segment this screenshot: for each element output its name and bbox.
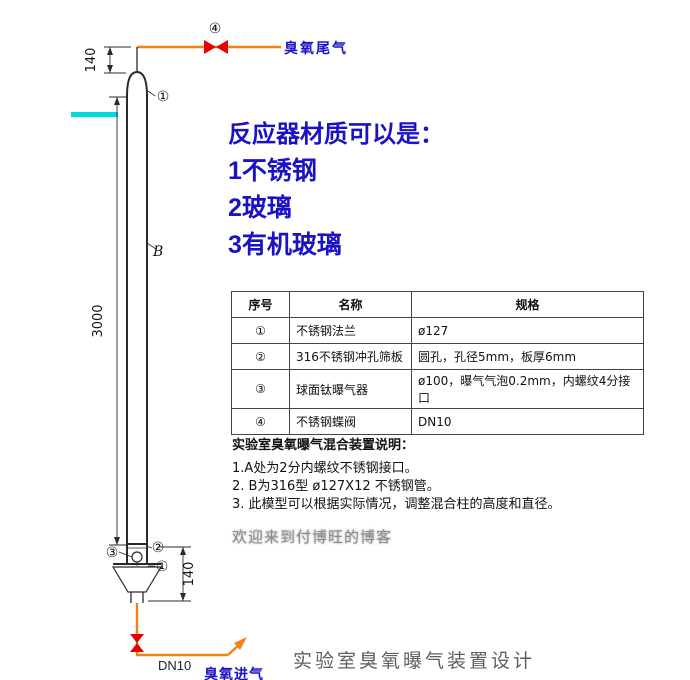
material-option-2: 2玻璃 xyxy=(228,194,292,222)
spec-table: 序号 名称 规格 ① 不锈钢法兰 ø127 ② 316不锈钢冲孔筛板 圆孔，孔径… xyxy=(231,291,644,435)
material-note-title: 反应器材质可以是： xyxy=(228,121,444,148)
leader-b xyxy=(146,242,157,250)
material-option-1: 1不锈钢 xyxy=(228,157,317,185)
marker-b: B xyxy=(152,244,163,260)
cell-spec: 圆孔，孔径5mm，板厚6mm xyxy=(411,343,644,370)
cell-name: 316不锈钢冲孔筛板 xyxy=(289,343,412,370)
cell-no: ④ xyxy=(231,408,290,435)
dim-column-text: 3000 xyxy=(91,304,106,337)
notes-block: 实验室臭氧曝气混合装置说明： 1.A处为2分内螺纹不锈钢接口。 2. B为316… xyxy=(232,438,561,515)
marker-1-top: ① xyxy=(157,89,170,105)
cell-spec: ø127 xyxy=(411,317,644,344)
flow-arrow-icon xyxy=(234,637,247,650)
dimension-bottom: 140 xyxy=(148,546,197,602)
sieve-plate xyxy=(127,543,147,549)
bottom-pipe-size-label: DN10 xyxy=(158,658,192,673)
dimension-top: 140 xyxy=(84,46,131,74)
leader-2 xyxy=(145,545,153,549)
marker-2: ② xyxy=(152,540,165,556)
material-note: 反应器材质可以是： 1不锈钢 2玻璃 3有机玻璃 xyxy=(228,116,444,264)
table-row: ② 316不锈钢冲孔筛板 圆孔，孔径5mm，板厚6mm xyxy=(231,343,644,370)
page-title: 实验室臭氧曝气装置设计 xyxy=(293,651,536,672)
marker-4-top: ④ xyxy=(209,21,222,37)
funnel-flange xyxy=(111,563,163,603)
cell-name: 不锈钢蝶阀 xyxy=(289,408,412,435)
cell-spec: DN10 xyxy=(411,408,644,435)
bottom-pipe xyxy=(135,603,247,657)
cell-no: ① xyxy=(231,317,290,344)
header-name: 名称 xyxy=(289,291,412,318)
dimension-column: 3000 xyxy=(91,96,127,546)
note-item-1: 1.A处为2分内螺纹不锈钢接口。 xyxy=(232,461,418,476)
cell-no: ③ xyxy=(231,369,290,409)
bottom-pipe-label: 臭氧进气 xyxy=(204,666,264,680)
dim-top-text: 140 xyxy=(84,48,99,73)
marker-3: ③ xyxy=(106,545,119,561)
table-row: ④ 不锈钢蝶阀 DN10 xyxy=(231,408,644,435)
table-row: ③ 球面钛曝气器 ø100，曝气气泡0.2mm，内螺纹4分接口 xyxy=(231,369,644,409)
cell-spec: ø100，曝气气泡0.2mm，内螺纹4分接口 xyxy=(411,369,644,409)
header-no: 序号 xyxy=(231,291,290,318)
material-option-3: 3有机玻璃 xyxy=(228,231,342,259)
marker-1: ① xyxy=(156,559,169,575)
dim-bottom-text: 140 xyxy=(182,562,197,587)
valve-top-icon xyxy=(204,40,228,54)
liquid-level-mark xyxy=(71,112,118,117)
leader-3 xyxy=(118,551,133,558)
spec-table-header-row: 序号 名称 规格 xyxy=(231,291,644,318)
top-pipe-label: 臭氧尾气 xyxy=(284,40,348,56)
note-item-3: 3. 此模型可以根据实际情况，调整混合柱的高度和直径。 xyxy=(232,497,561,512)
notes-title: 实验室臭氧曝气混合装置说明： xyxy=(232,438,415,453)
cell-name: 球面钛曝气器 xyxy=(289,369,412,409)
table-row: ① 不锈钢法兰 ø127 xyxy=(231,317,644,344)
watermark-text: 欢迎来到付博旺的博客 xyxy=(232,529,393,546)
header-spec: 规格 xyxy=(411,291,644,318)
cell-name: 不锈钢法兰 xyxy=(289,317,412,344)
leader-1-top xyxy=(147,90,156,97)
cell-no: ② xyxy=(231,343,290,370)
valve-bottom-icon xyxy=(130,634,144,652)
note-item-2: 2. B为316型 ø127X12 不锈钢管。 xyxy=(232,479,440,494)
reactor-column xyxy=(126,70,148,563)
